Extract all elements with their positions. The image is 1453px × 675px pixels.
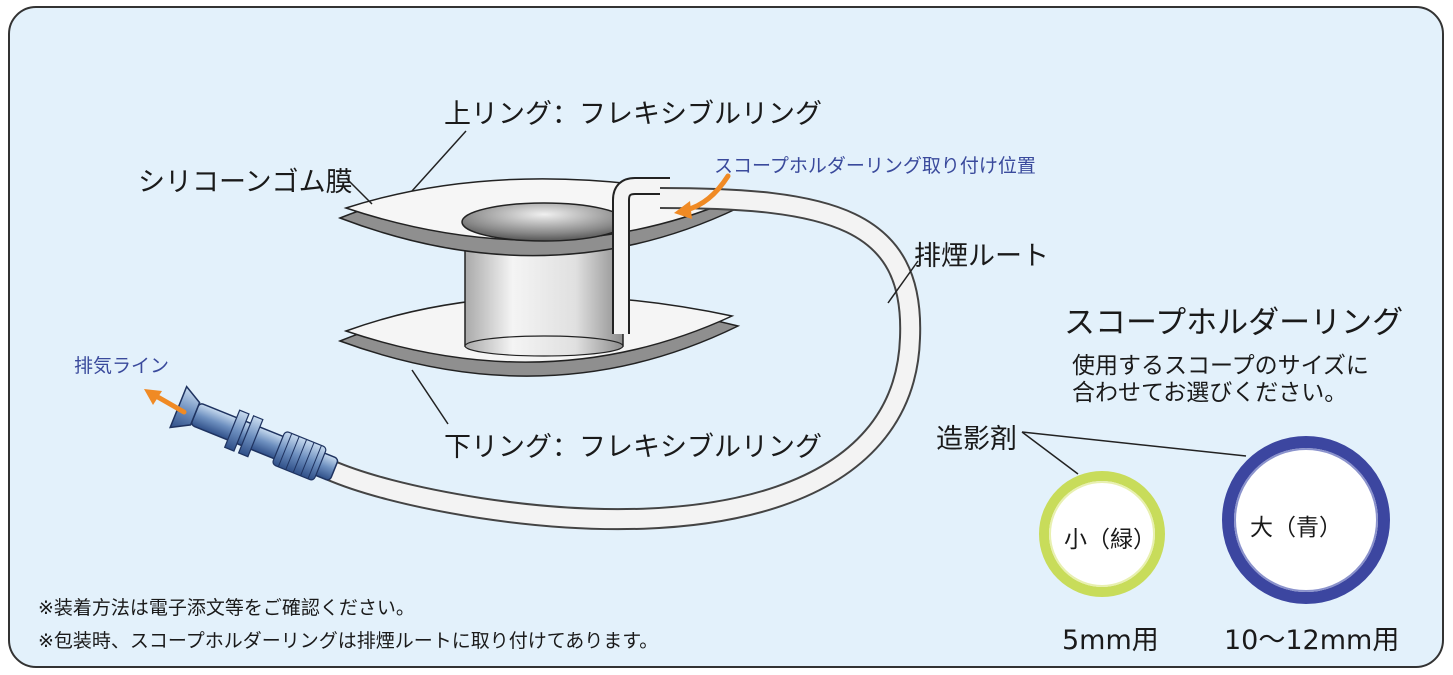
exhaust-tube (325, 187, 922, 531)
exhaust-direction-arrow (144, 389, 187, 415)
holder-position-arrow (674, 173, 731, 219)
upper-ring-label: 上リング：フレキシブルリング (444, 99, 822, 130)
contrast-agent-label: 造影剤 (936, 424, 1017, 455)
exhaust-route-label: 排煙ルート (914, 241, 1049, 272)
holder-tube (612, 177, 670, 334)
note-1: ※装着方法は電子添文等をご確認ください。 (38, 597, 415, 619)
holder-ring-instruction-2: 合わせてお選びください。 (1072, 380, 1348, 406)
diagram-frame: 上リング：フレキシブルリング シリコーンゴム膜 スコープホルダーリング取り付け位… (8, 6, 1444, 668)
device-illustration (144, 130, 1390, 604)
large-ring-size: 10〜12mm用 (1224, 625, 1400, 656)
small-ring-size: 5mm用 (1062, 625, 1159, 656)
silicone-membrane-label: シリコーンゴム膜 (138, 167, 353, 198)
exhaust-line-label: 排気ライン (74, 355, 170, 377)
exhaust-connector (168, 385, 339, 481)
holder-position-label: スコープホルダーリング取り付け位置 (714, 155, 1036, 177)
large-ring-label: 大（青） (1250, 515, 1342, 541)
holder-ring-instruction-1: 使用するスコープのサイズに (1072, 353, 1369, 379)
small-ring-label: 小（緑） (1064, 527, 1156, 553)
holder-ring-title: スコープホルダーリング (1064, 305, 1404, 341)
ring-small (1039, 471, 1165, 597)
leader-lines (345, 130, 1247, 475)
note-2: ※包装時、スコープホルダーリングは排煙ルートに取り付けてあります。 (38, 630, 659, 652)
lower-ring-label: 下リング：フレキシブルリング (444, 432, 822, 463)
ring-large (1222, 436, 1390, 604)
